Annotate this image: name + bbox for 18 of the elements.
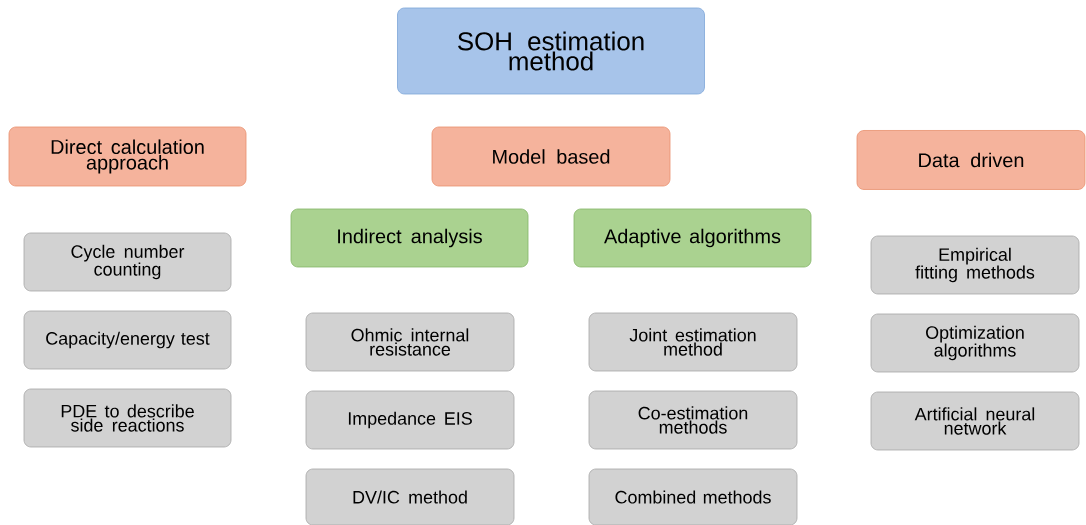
subcategory-box: Adaptive algorithms <box>573 208 812 268</box>
method-box: DV/IC method <box>305 468 515 525</box>
method-box: Joint estimation method <box>588 312 798 372</box>
category-box: Data driven <box>856 130 1086 190</box>
category-box: Direct calculation approach <box>8 126 247 187</box>
method-box: Capacity/energy test <box>23 310 232 370</box>
method-box: Impedance EIS <box>305 390 515 450</box>
method-box: Artificial neural network <box>870 391 1080 451</box>
category-box: Model based <box>431 126 671 187</box>
method-box: Cycle number counting <box>23 232 232 292</box>
method-box: PDE to describe side reactions <box>23 388 232 448</box>
title-box: SOH estimation method <box>397 7 705 95</box>
method-box: Optimization algorithms <box>870 313 1080 373</box>
method-box: Ohmic internal resistance <box>305 312 515 372</box>
method-box: Combined methods <box>588 468 798 525</box>
subcategory-box: Indirect analysis <box>290 208 529 268</box>
method-box: Empirical fitting methods <box>870 235 1080 295</box>
method-box: Co-estimation methods <box>588 390 798 450</box>
